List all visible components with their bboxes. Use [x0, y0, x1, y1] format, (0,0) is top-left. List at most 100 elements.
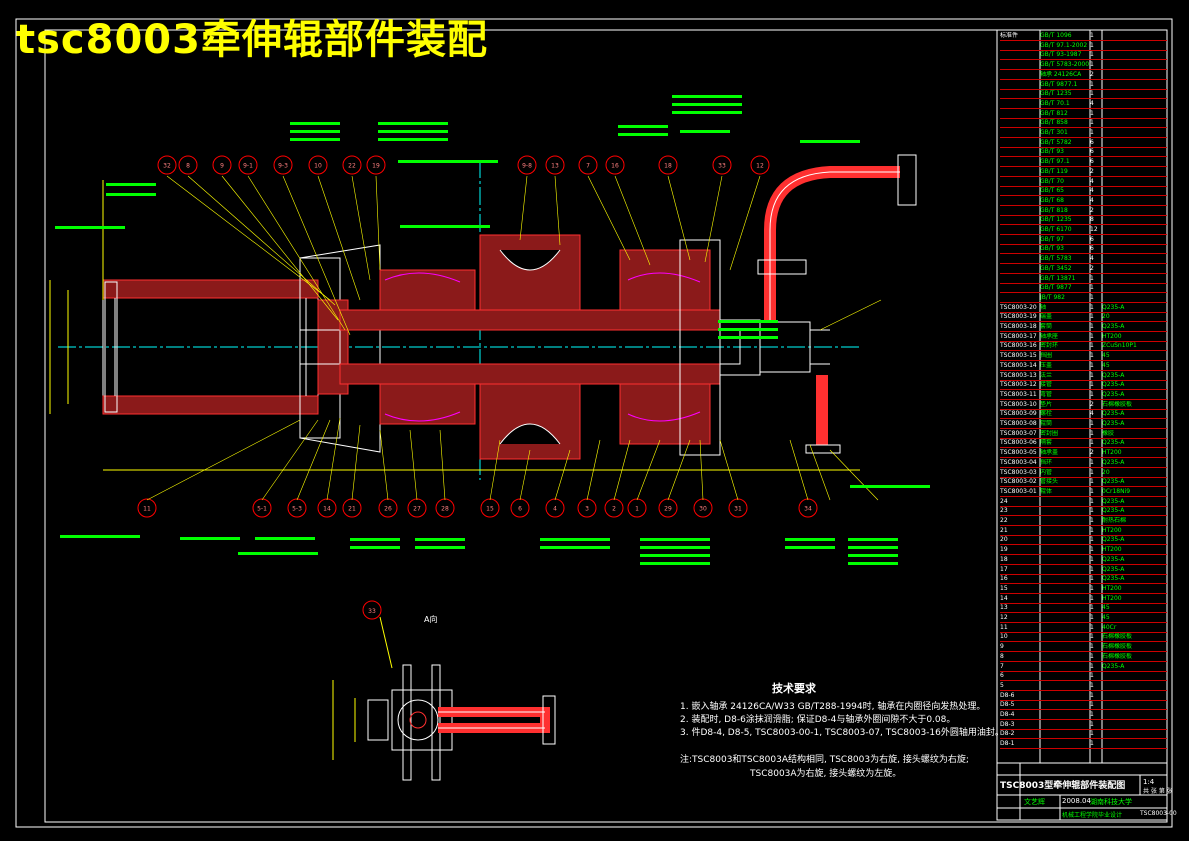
bom-qty: 1: [1090, 681, 1094, 689]
bom-qty: 1: [1090, 293, 1094, 301]
bom-name: GB/T 818: [1040, 206, 1068, 214]
bom-code: 标准件: [1000, 32, 1019, 39]
bom-name: 轴承座: [1040, 332, 1059, 340]
bom-name: 密封环: [1040, 342, 1059, 350]
bom-qty: 1: [1090, 420, 1094, 427]
bom-qty: 1: [1090, 701, 1094, 709]
bom-code: TSC8003-15: [1000, 352, 1037, 360]
bom-name: GB/T 97.1-2002: [1040, 41, 1088, 49]
bom-code: TSC8003-06: [1000, 439, 1037, 447]
title-block-company-note: 机械工程学院毕业设计: [1062, 812, 1123, 819]
bom-material: 45: [1102, 614, 1110, 621]
outer-border: [15, 18, 1173, 828]
bom-qty: 1: [1090, 41, 1094, 49]
bom-qty: 1: [1090, 439, 1094, 447]
bom-code: TSC8003-12: [1000, 381, 1037, 389]
bom-name: GB/T 812: [1040, 109, 1068, 117]
bom-qty: 2: [1090, 264, 1094, 272]
callout-balloon-label: 28: [441, 506, 449, 513]
bom-name: GB/T 9877: [1040, 284, 1072, 292]
bom-code: TSC8003-14: [1000, 361, 1037, 369]
bom-qty: 1: [1090, 740, 1094, 748]
callout-balloon-label: 16: [611, 163, 619, 170]
bom-name: 轴: [1040, 303, 1047, 311]
bom-qty: 1: [1090, 623, 1094, 631]
bom-qty: 1: [1090, 371, 1094, 379]
callout-balloon: [578, 155, 598, 175]
bom-name: GB/T 6170: [1040, 226, 1072, 233]
bom-name: 辊筒: [1040, 420, 1053, 427]
bom-code: TSC8003-18: [1000, 323, 1037, 330]
bom-material: Q235-A: [1102, 323, 1125, 330]
bom-code: TSC8003-16: [1000, 342, 1037, 350]
callout-balloon: [252, 498, 272, 518]
callout-balloon: [658, 498, 678, 518]
callout-balloon: [517, 155, 537, 175]
callout-balloon-label: 3: [585, 506, 589, 513]
bom-code: 22: [1000, 517, 1008, 524]
bom-code: D8-6: [1000, 691, 1015, 699]
bom-code: TSC8003-17: [1000, 332, 1037, 340]
callout-balloon-label: 22: [348, 163, 356, 170]
title-block-school: 湖南科技大学: [1090, 798, 1132, 806]
bom-name: 接管: [1040, 381, 1053, 389]
bom-name: 弯管: [1040, 390, 1053, 398]
bom-qty: 2: [1090, 167, 1094, 175]
bom-name: GB/T 68: [1040, 196, 1064, 204]
bom-qty: 1: [1090, 61, 1094, 69]
bom-material: HT200: [1102, 594, 1122, 602]
bom-code: TSC8003-20: [1000, 303, 1037, 311]
drawing-title: tsc8003牵伸辊部件装配: [16, 17, 488, 63]
bom-qty: 4: [1090, 99, 1094, 107]
bom-code: TSC8003-13: [1000, 371, 1037, 379]
bom-material: 石棉橡胶板: [1102, 643, 1133, 651]
bom-qty: 1: [1090, 381, 1094, 389]
inner-border: [44, 29, 1168, 823]
bom-qty: 2: [1090, 400, 1094, 408]
callout-balloon-label: 9-3: [278, 163, 288, 170]
bom-qty: 1: [1090, 109, 1094, 117]
bom-material: Q235-A: [1102, 497, 1125, 505]
bom-name: 轴承 24126CA: [1040, 70, 1082, 78]
callout-balloon-label: 5-1: [257, 506, 267, 513]
callout-balloon-label: 6: [518, 506, 522, 513]
callout-balloon: [308, 155, 328, 175]
bom-qty: 6: [1090, 148, 1094, 156]
bom-code: 13: [1000, 604, 1008, 612]
bom-code: 6: [1000, 672, 1004, 680]
callout-balloon: [238, 155, 258, 175]
bom-name: 挡圈: [1040, 352, 1053, 360]
bom-qty: 1: [1090, 390, 1094, 398]
bom-qty: 1: [1090, 313, 1094, 321]
bom-qty: 1: [1090, 720, 1094, 728]
tech-req-item-2: 2. 装配时, D8-6涂抹润滑脂; 保证D8-4与轴承外圈间隙不大于0.08。: [680, 715, 956, 725]
bom-qty: 1: [1090, 662, 1094, 670]
bom-name: GB/T 97.1: [1040, 158, 1070, 166]
bom-material: 耐热石棉: [1102, 517, 1127, 524]
bom-code: TSC8003-01: [1000, 487, 1037, 495]
bom-qty: 1: [1090, 32, 1094, 39]
bom-name: GB/T 858: [1040, 119, 1068, 127]
bom-name: 螺栓: [1040, 410, 1053, 418]
callout-balloon-label: 27: [413, 506, 421, 513]
bom-code: 7: [1000, 662, 1004, 670]
